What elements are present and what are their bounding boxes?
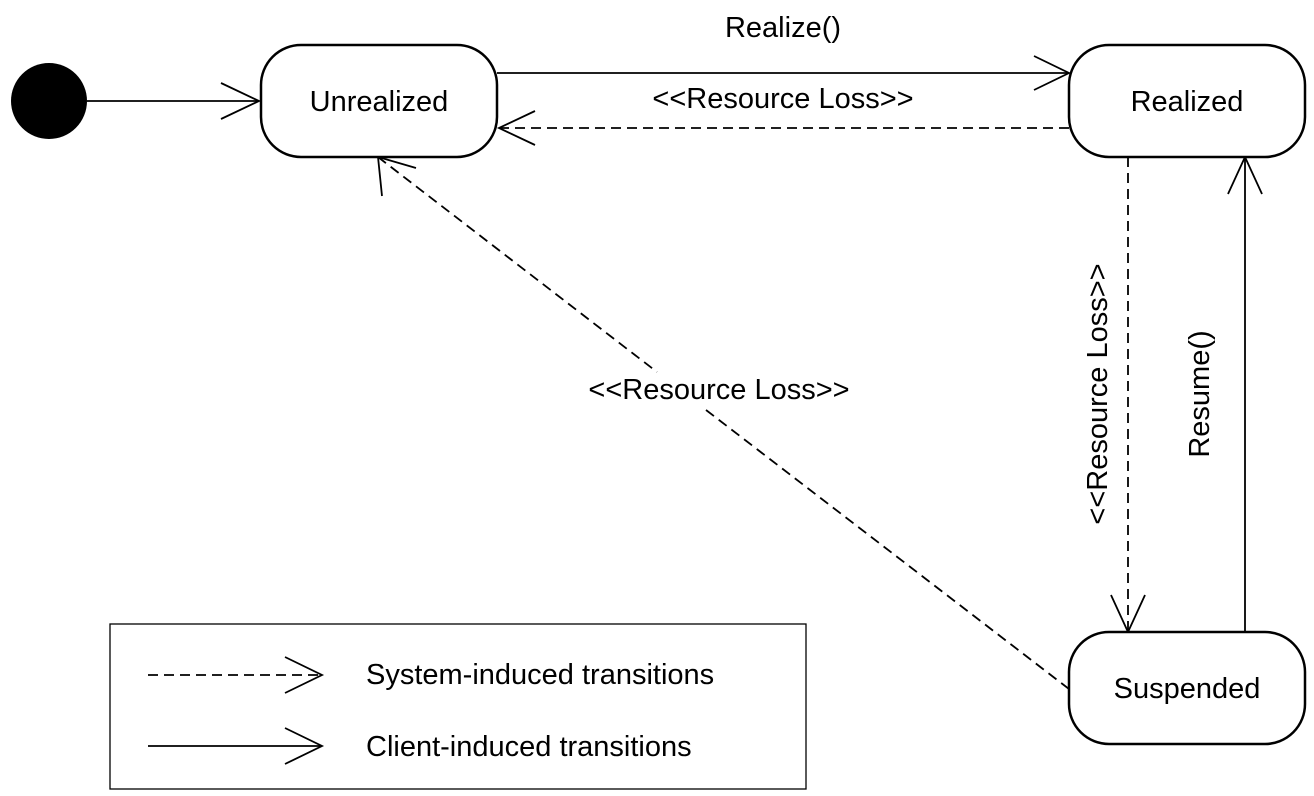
- resume-label: Resume(): [1184, 330, 1216, 457]
- resource-loss-suspended-unrealized-arrowhead: [376, 155, 417, 197]
- resource-loss-suspended-unrealized-line-lower: [705, 409, 1070, 690]
- realize-transition-arrowhead: [1033, 55, 1072, 91]
- resource-loss-suspended-unrealized-line-upper: [377, 156, 658, 373]
- initial-transition-arrowhead: [220, 82, 262, 120]
- state-realized-label: Realized: [1131, 86, 1244, 118]
- resource-loss-suspended-unrealized-label: <<Resource Loss>>: [588, 374, 849, 406]
- state-realized-box: [1067, 43, 1307, 159]
- legend: System-induced transitions Client-induce…: [109, 623, 807, 790]
- state-realized: Realized: [1067, 43, 1307, 159]
- resource-loss-realized-unrealized-label: <<Resource Loss>>: [652, 83, 913, 115]
- resource-loss-realized-unrealized-arrowhead: [496, 110, 536, 146]
- initial-state-dot: [11, 63, 87, 139]
- state-suspended-box: [1067, 630, 1307, 746]
- legend-system-arrowhead: [284, 656, 325, 694]
- legend-client-label: Client-induced transitions: [366, 731, 692, 763]
- state-suspended-label: Suspended: [1114, 673, 1261, 705]
- state-suspended: Suspended: [1067, 630, 1307, 746]
- legend-system-label: System-induced transitions: [366, 659, 714, 691]
- legend-client-arrowhead: [284, 727, 325, 765]
- resource-loss-realized-suspended-label: <<Resource Loss>>: [1082, 263, 1114, 524]
- state-unrealized-box: [259, 43, 499, 159]
- realize-label: Realize(): [725, 12, 841, 44]
- legend-frame: [109, 623, 807, 790]
- state-unrealized-label: Unrealized: [310, 86, 449, 118]
- state-unrealized: Unrealized: [259, 43, 499, 159]
